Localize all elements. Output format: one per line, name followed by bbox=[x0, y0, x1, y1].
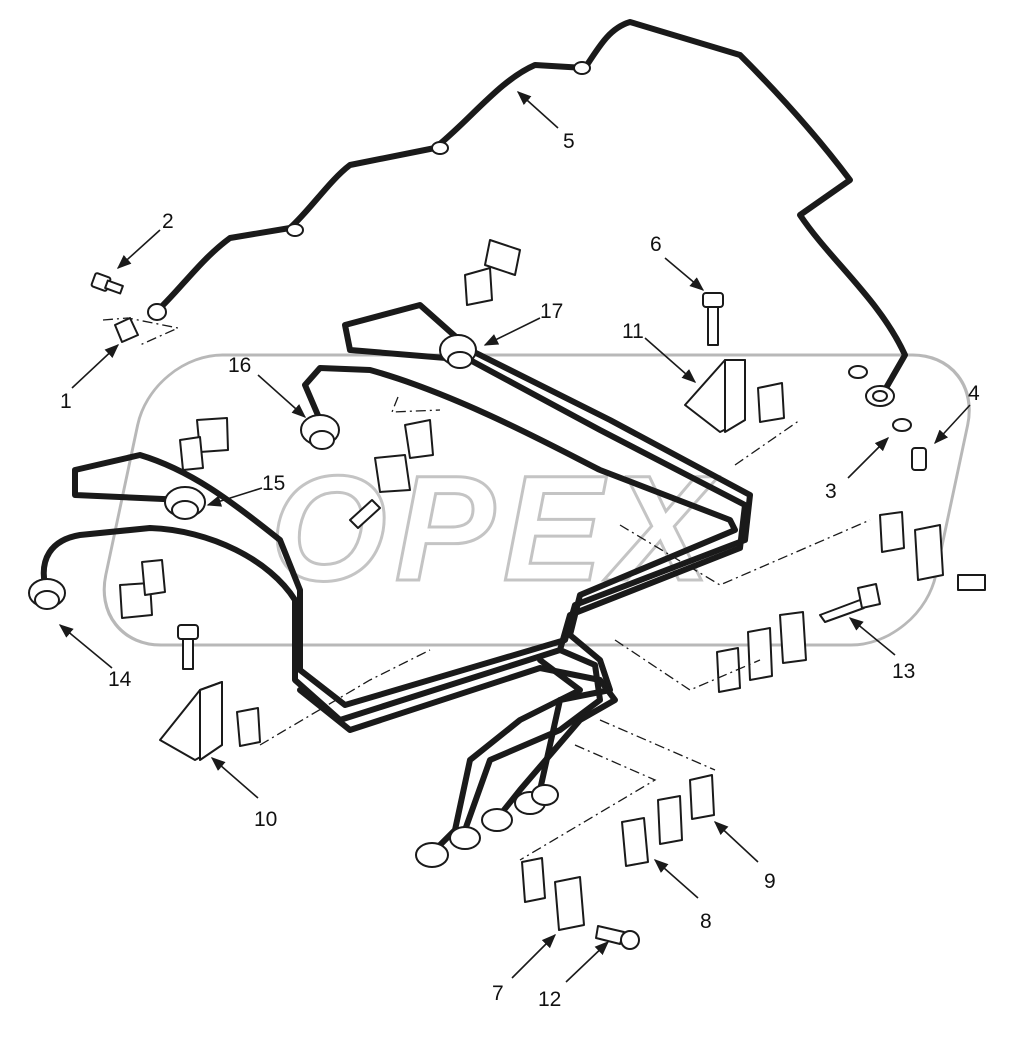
callout-10: 10 bbox=[254, 808, 277, 831]
watermark-text: OPEX bbox=[270, 444, 719, 612]
callout-12: 12 bbox=[538, 988, 561, 1011]
callout-14: 14 bbox=[108, 668, 132, 691]
callout-3: 3 bbox=[825, 480, 837, 503]
callout-labels: 1 2 3 4 5 6 7 8 9 10 11 12 13 14 15 16 1… bbox=[60, 130, 980, 1011]
callout-11: 11 bbox=[622, 320, 644, 343]
callout-8: 8 bbox=[700, 910, 712, 933]
callout-16: 16 bbox=[228, 354, 251, 377]
callout-arrows bbox=[58, 91, 971, 983]
fuel-pipe-bundle bbox=[28, 302, 753, 868]
fuel-pipe-5 bbox=[147, 19, 908, 407]
callout-2: 2 bbox=[162, 210, 174, 233]
callout-6: 6 bbox=[650, 233, 662, 256]
construction-lines bbox=[102, 317, 871, 861]
callout-13: 13 bbox=[892, 660, 915, 683]
hardware-parts bbox=[90, 239, 986, 950]
callout-15: 15 bbox=[262, 472, 285, 495]
callout-9: 9 bbox=[764, 870, 776, 893]
callout-5: 5 bbox=[563, 130, 575, 153]
callout-4: 4 bbox=[968, 382, 980, 405]
callout-1: 1 bbox=[60, 390, 72, 413]
callout-17: 17 bbox=[540, 300, 563, 323]
callout-7: 7 bbox=[492, 982, 504, 1005]
